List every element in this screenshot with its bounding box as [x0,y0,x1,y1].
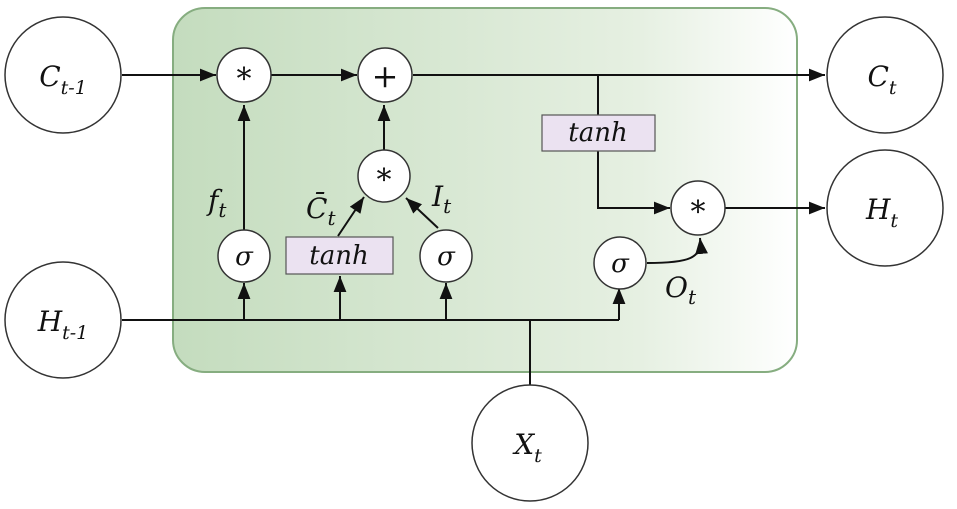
svg-text:*: * [377,163,392,198]
node-h-t: Ht [826,149,944,267]
forget-multiply-op: * [216,47,272,103]
node-c-t: Ct [826,16,944,134]
input-multiply-op: * [357,149,411,203]
add-op: + [357,47,413,103]
node-x-t: Xt [471,384,589,502]
svg-text:+: + [372,57,399,95]
svg-text:*: * [237,62,252,97]
output-multiply-op: * [670,180,726,236]
connections [122,68,825,386]
svg-text:tanh: tanh [309,241,368,271]
svg-text:Xt: Xt [512,428,542,467]
input-gate-label: It [431,180,452,218]
input-sigma-gate: σ [419,229,473,283]
svg-text:Ct: Ct [867,60,896,99]
cell-tanh-layer: tanh [541,114,656,152]
node-c-prev: Ct-1 [4,16,122,134]
svg-text:*: * [691,195,706,230]
lstm-cell-box [172,7,798,373]
svg-text:σ: σ [235,242,254,272]
svg-text:Ct-1: Ct-1 [39,60,87,99]
output-gate-label: Ot [665,271,697,309]
svg-text:Ht-1: Ht-1 [37,305,89,344]
output-sigma-gate: σ [593,236,647,290]
forget-sigma-gate: σ [217,229,271,283]
svg-text:tanh: tanh [568,118,627,148]
svg-text:σ: σ [437,242,456,272]
node-h-prev: Ht-1 [4,261,122,379]
svg-text:σ: σ [611,249,630,279]
candidate-label: C̄t [306,191,336,230]
candidate-tanh-layer: tanh [285,236,394,275]
svg-text:Ht: Ht [865,193,898,232]
